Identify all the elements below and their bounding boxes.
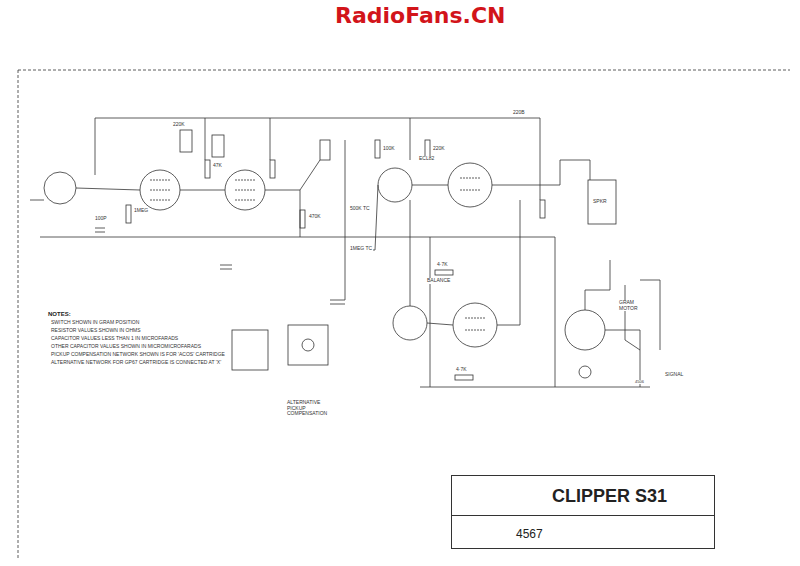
schematic-label: SPKR bbox=[592, 199, 608, 205]
schematic-label: NOTES: bbox=[47, 311, 72, 318]
schematic-label: 47K bbox=[212, 163, 223, 169]
schematic-label: 500K TC bbox=[349, 206, 371, 212]
title-row: CLIPPER S31 bbox=[452, 476, 714, 516]
schematic-label: GRAM MOTOR bbox=[618, 300, 650, 311]
schematic-label: 4·7K bbox=[436, 262, 449, 268]
schematic-label: 4506 bbox=[634, 380, 645, 384]
title-row: 4567 bbox=[452, 516, 714, 548]
schematic-label: 220B bbox=[512, 110, 526, 116]
schematic-label: RESISTOR VALUES SHOWN IN OHMS bbox=[50, 328, 142, 334]
schematic-label: ALTERNATIVE PICKUP COMPENSATION bbox=[286, 400, 338, 417]
schematic-label: ALTERNATIVE NETWORK FOR GP67 CARTRIDGE I… bbox=[50, 360, 222, 366]
schematic-label: 470K bbox=[308, 214, 322, 220]
title-block: CLIPPER S31 4567 bbox=[451, 475, 715, 549]
schematic-label: 4·7K bbox=[455, 367, 468, 373]
schematic-label: 220K bbox=[172, 122, 186, 128]
schematic-label: CAPACITOR VALUES LESS THAN 1 IN MICROFAR… bbox=[50, 336, 179, 342]
schematic-label: 100K bbox=[382, 146, 396, 152]
model-number: 4567 bbox=[516, 527, 543, 541]
schematic-label: 100P bbox=[94, 216, 108, 222]
schematic-label: 1MEG bbox=[133, 208, 149, 214]
model-name: CLIPPER S31 bbox=[552, 486, 667, 506]
schematic-label: SWITCH SHOWN IN GRAM POSITION bbox=[50, 320, 140, 326]
watermark: RadioFans.CN bbox=[334, 4, 506, 28]
schematic-label: BALANCE bbox=[426, 278, 451, 284]
schematic-label: PICKUP COMPENSATION NETWORK SHOWN IS FOR… bbox=[50, 352, 226, 358]
schematic-label: SIGNAL bbox=[664, 372, 684, 378]
schematic-label: 1MEG TC bbox=[349, 246, 373, 252]
schematic-label: OTHER CAPACITOR VALUES SHOWN IN MICROMIC… bbox=[50, 344, 202, 350]
schematic-label: 220K bbox=[432, 146, 446, 152]
schematic-label: ECL82 bbox=[418, 156, 435, 162]
